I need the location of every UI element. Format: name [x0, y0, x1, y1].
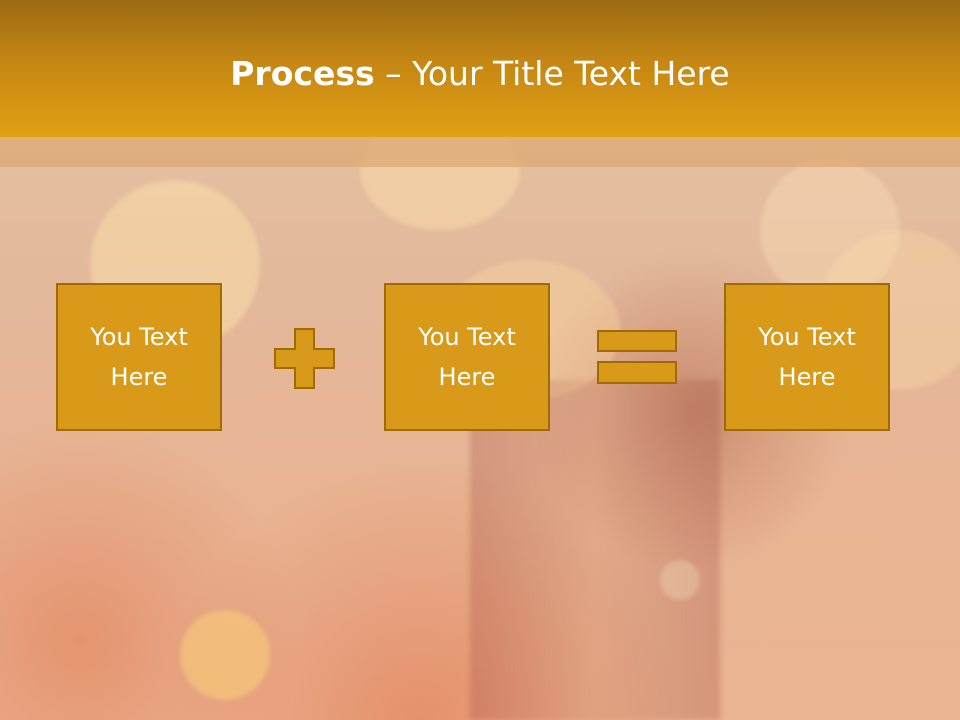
bokeh-light: [660, 560, 700, 600]
equals-icon[interactable]: [596, 329, 678, 385]
title-bold-part: Process: [230, 54, 375, 93]
box-text-line: You Text: [90, 323, 188, 351]
box-text: You Text Here: [418, 317, 516, 397]
box-text: You Text Here: [90, 317, 188, 397]
slide-title[interactable]: Process – Your Title Text Here: [230, 54, 729, 93]
process-box-1[interactable]: You Text Here: [56, 283, 222, 431]
process-box-3[interactable]: You Text Here: [724, 283, 890, 431]
box-text-line: Here: [110, 363, 168, 391]
title-underbar: [0, 137, 960, 167]
box-text-line: You Text: [418, 323, 516, 351]
box-text: You Text Here: [758, 317, 856, 397]
title-rest-part: – Your Title Text Here: [374, 54, 730, 93]
process-box-2[interactable]: You Text Here: [384, 283, 550, 431]
bokeh-light: [760, 160, 900, 300]
box-text-line: Here: [438, 363, 496, 391]
title-bar: Process – Your Title Text Here: [0, 0, 960, 137]
plus-icon[interactable]: [273, 327, 336, 390]
box-text-line: You Text: [758, 323, 856, 351]
box-text-line: Here: [778, 363, 836, 391]
bokeh-light: [180, 610, 270, 700]
background-glass: [470, 380, 720, 720]
